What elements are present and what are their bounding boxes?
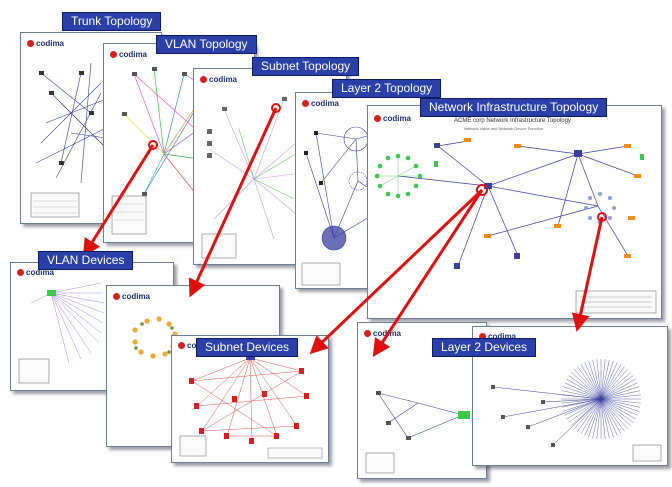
layer2-link [600, 364, 622, 400]
codima-logo: codima [200, 75, 237, 84]
layer2-link [562, 398, 602, 412]
vlan-devices-diagram [18, 282, 105, 384]
layer2-link [600, 398, 614, 438]
tab-vlan-devices[interactable]: VLAN Devices [38, 251, 134, 270]
layer2-devices-diagram [491, 359, 662, 462]
layer2-node [526, 425, 530, 429]
layer2-link [571, 372, 602, 400]
tab-layer2-devices[interactable]: Layer 2 Devices [432, 338, 537, 357]
layer2-uplink [492, 386, 602, 400]
codima-logo: codima [17, 268, 54, 277]
layer2-link [600, 394, 641, 400]
layer2-link [600, 386, 640, 400]
tab-subnet-devices[interactable]: Subnet Devices [196, 338, 299, 357]
layer2-link [588, 360, 602, 400]
layer2-link [574, 369, 602, 400]
tab-network-infrastructure-topology[interactable]: Network Infrastructure Topology [420, 98, 608, 117]
layer2-node [501, 415, 505, 419]
tab-layer2-topology[interactable]: Layer 2 Topology [332, 79, 442, 98]
layer2-link [600, 360, 614, 400]
layer2-link [600, 398, 625, 432]
layer2-link [592, 398, 602, 439]
layer2-link [600, 398, 618, 436]
layer2-link [562, 386, 602, 400]
summary-box [632, 444, 662, 462]
layer2-link [564, 398, 602, 416]
layer2-link [577, 366, 602, 400]
layer2-link [600, 390, 641, 400]
layer2-link [566, 378, 602, 400]
layer2-link [600, 398, 640, 412]
layer2-link [568, 375, 602, 400]
tab-trunk-topology[interactable]: Trunk Topology [62, 12, 162, 31]
layer2-link [600, 398, 636, 420]
layer2-node [491, 385, 495, 389]
layer2-link [600, 398, 638, 416]
layer2-link [600, 372, 631, 400]
layer2-uplink [542, 398, 602, 403]
layer2-devices-sheet: codima [472, 326, 668, 466]
layer2-link [564, 382, 602, 400]
infrastructure-diagram [374, 138, 657, 314]
layer2-link [600, 398, 631, 426]
tab-vlan-topology[interactable]: VLAN Topology [156, 35, 257, 54]
layer2-uplink [502, 398, 602, 418]
sheet-subtitle: Network Value and Network Device Functio… [464, 126, 544, 131]
layer2-link [600, 398, 606, 439]
layer2-link [600, 369, 628, 400]
layer2-node [551, 443, 555, 447]
layer2-link [600, 398, 628, 429]
layer2-link [574, 398, 602, 429]
layer2-link [600, 398, 641, 408]
subnet-devices-diagram [179, 355, 323, 459]
layer2-uplink [552, 398, 602, 446]
layer2-node [541, 400, 545, 404]
layer2-link [600, 398, 622, 434]
layer2-link [600, 398, 610, 439]
network-infrastructure-sheet: codima ACME corp Network Infrastructure … [367, 105, 662, 319]
layer2-uplink [527, 398, 602, 428]
layer2-link [561, 390, 602, 400]
codima-logo: codima [113, 292, 150, 301]
codima-logo: codima [27, 39, 64, 48]
layer2-link [561, 398, 602, 404]
layer2-link [600, 398, 641, 404]
layer2-link [600, 366, 625, 400]
layer2-link [596, 398, 602, 439]
codima-logo: codima [374, 114, 411, 123]
codima-logo: codima [302, 99, 339, 108]
layer2-link [580, 398, 602, 434]
layer2-devices-back-diagram [365, 391, 470, 474]
sheet-title: ACME corp Network Infrastructure Topolog… [454, 118, 571, 124]
tab-subnet-topology[interactable]: Subnet Topology [252, 57, 360, 76]
layer2-link [600, 362, 618, 400]
layer2-link [600, 382, 638, 400]
layer2-link [600, 359, 606, 400]
layer2-link [584, 362, 602, 400]
layer2-link [596, 359, 602, 400]
layer2-link [588, 398, 602, 438]
layer2-link [568, 398, 602, 423]
codima-logo: codima [110, 50, 147, 59]
layer2-link [577, 398, 602, 432]
layer2-link [584, 398, 602, 436]
layer2-link [566, 398, 602, 420]
layer2-link [580, 364, 602, 400]
layer2-link [600, 359, 610, 400]
layer2-link [600, 398, 634, 423]
layer2-link [592, 359, 602, 400]
layer2-link [600, 375, 634, 400]
layer2-link [600, 378, 636, 400]
